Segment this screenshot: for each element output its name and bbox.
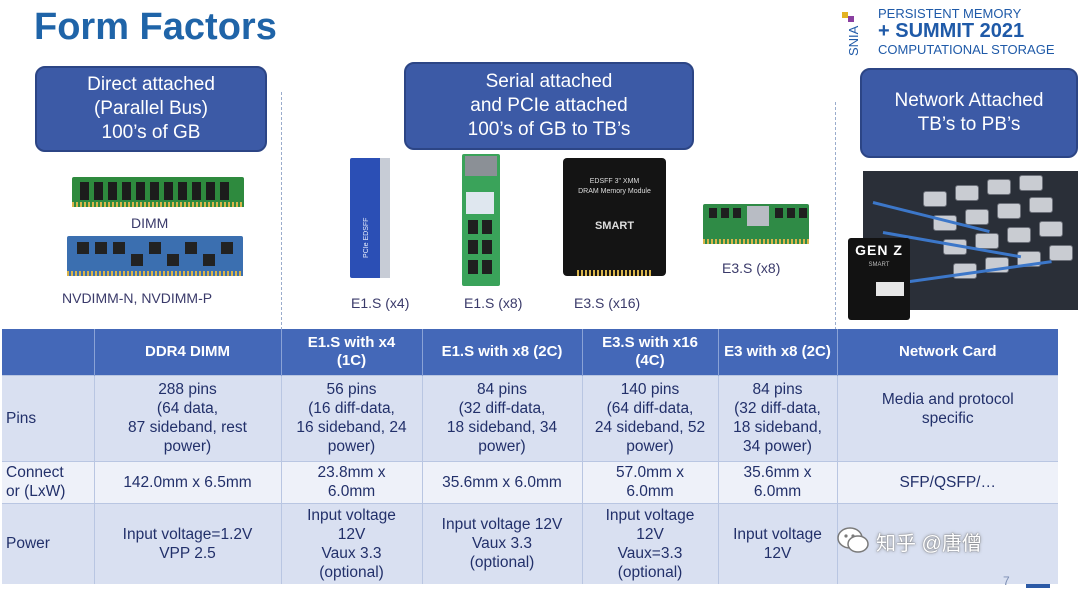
caption-nvdimm: NVDIMM-N, NVDIMM-P xyxy=(62,290,213,306)
table-cell: 23.8mm x 6.0mm xyxy=(280,460,422,503)
snia-wordmark: SNIA xyxy=(846,25,861,56)
table-cell: 142.0mm x 6.5mm xyxy=(93,460,281,503)
table-cell: Input voltage 12V Vaux 3.3 (optional) xyxy=(421,502,582,584)
snia-summit-logo: SNIA PERSISTENT MEMORY + SUMMIT 2021 COM… xyxy=(842,4,1078,60)
table-cell: Media and protocol specific xyxy=(836,374,1058,461)
snia-logo-icon: SNIA xyxy=(842,12,861,56)
e3s-x16-brand: SMART xyxy=(594,220,635,232)
table-header-row: DDR4 DIMM E1.S with x4 (1C) E1.S with x8… xyxy=(2,329,1058,375)
logo-line-1: PERSISTENT MEMORY xyxy=(878,6,1022,21)
genz-card-brand: SMART xyxy=(868,262,890,268)
table-cell: Input voltage 12V Vaux 3.3 (optional) xyxy=(280,502,422,584)
e3s-x8-image xyxy=(703,204,809,244)
e1s-x8-image xyxy=(462,154,500,286)
table-cell: 56 pins (16 diff-data, 16 sideband, 24 p… xyxy=(280,374,422,461)
e1s-x4-label: PCIe EDSFF xyxy=(363,218,370,258)
caption-e1s-x8: E1.S (x8) xyxy=(464,295,523,311)
page-accent-bar xyxy=(1026,584,1050,588)
category-line: and PCIe attached xyxy=(470,95,628,116)
category-line: (Parallel Bus) xyxy=(93,98,209,119)
category-direct-attached: Direct attached (Parallel Bus) 100’s of … xyxy=(35,66,267,152)
caption-dimm: DIMM xyxy=(131,215,169,231)
e3s-x16-label-2: DRAM Memory Module xyxy=(578,188,651,195)
table-cell: Input voltage 12V Vaux=3.3 (optional) xyxy=(581,502,718,584)
table-cell xyxy=(836,502,1058,584)
page-number: 7 xyxy=(1003,574,1010,588)
form-factor-table: DDR4 DIMM E1.S with x4 (1C) E1.S with x8… xyxy=(2,329,1058,584)
table-row-connector: Connect or (LxW) 142.0mm x 6.5mm 23.8mm … xyxy=(2,460,1058,503)
table-row-pins: Pins 288 pins (64 data, 87 sideband, res… xyxy=(2,374,1058,461)
table-cell: 288 pins (64 data, 87 sideband, rest pow… xyxy=(93,374,281,461)
e3s-x16-image: EDSFF 3" XMM DRAM Memory Module SMART xyxy=(563,158,666,276)
e3s-x16-label-1: EDSFF 3" XMM xyxy=(589,178,640,185)
table-cell: 35.6mm x 6.0mm xyxy=(717,460,837,503)
header-cell: DDR4 DIMM xyxy=(93,329,281,375)
category-line: TB’s to PB’s xyxy=(917,114,1021,135)
logo-line-2: + SUMMIT 2021 xyxy=(878,20,1025,42)
watermark-text: 知乎 @唐僧 xyxy=(876,533,982,555)
table-cell: 140 pins (64 diff-data, 24 sideband, 52 … xyxy=(581,374,718,461)
row-label: Pins xyxy=(2,374,94,461)
dimm-image xyxy=(72,177,244,207)
e1s-x4-label-text: PCIe EDSFF xyxy=(363,218,370,258)
genz-card-image: GEN Z SMART xyxy=(848,238,910,320)
category-line: Network Attached xyxy=(894,90,1044,111)
row-label: Connect or (LxW) xyxy=(2,460,94,503)
table-cell: Input voltage=1.2V VPP 2.5 xyxy=(93,502,281,584)
header-cell: E1.S with x8 (2C) xyxy=(421,329,582,375)
table-cell: 84 pins (32 diff-data, 18 sideband, 34 p… xyxy=(421,374,582,461)
category-line: Serial attached xyxy=(485,71,613,92)
table-cell: 35.6mm x 6.0mm xyxy=(421,460,582,503)
genz-card-title: GEN Z xyxy=(855,242,903,258)
table-cell: Input voltage 12V xyxy=(717,502,837,584)
column-divider xyxy=(835,102,836,330)
table-cell: 84 pins (32 diff-data, 18 sideband, 34 p… xyxy=(717,374,837,461)
caption-e3s-x8: E3.S (x8) xyxy=(722,260,781,276)
table-cell: 57.0mm x 6.0mm xyxy=(581,460,718,503)
table-row-power: Power Input voltage=1.2V VPP 2.5 Input v… xyxy=(2,502,1058,584)
category-serial-attached: Serial attached and PCIe attached 100’s … xyxy=(404,62,694,150)
table-cell: SFP/QSFP/… xyxy=(836,460,1058,503)
header-cell: E3 with x8 (2C) xyxy=(717,329,837,375)
category-network-attached: Network Attached TB’s to PB’s xyxy=(860,68,1078,158)
row-label: Power xyxy=(2,502,94,584)
header-cell xyxy=(2,329,94,375)
category-line: 100’s of GB to TB’s xyxy=(467,119,631,140)
header-cell: E1.S with x4 (1C) xyxy=(280,329,422,375)
slide-title: Form Factors xyxy=(34,6,277,48)
column-divider xyxy=(281,92,282,330)
header-cell: E3.S with x16 (4C) xyxy=(581,329,718,375)
nvdimm-image xyxy=(67,236,243,276)
wechat-icon xyxy=(837,527,869,553)
category-line: 100’s of GB xyxy=(101,122,201,143)
logo-line-3: COMPUTATIONAL STORAGE xyxy=(878,42,1055,57)
caption-e3s-x16: E3.S (x16) xyxy=(574,295,641,311)
e1s-x4-image: PCIe EDSFF xyxy=(350,158,390,278)
category-line: Direct attached xyxy=(87,74,215,95)
caption-e1s-x4: E1.S (x4) xyxy=(351,295,410,311)
header-cell: Network Card xyxy=(836,329,1058,375)
